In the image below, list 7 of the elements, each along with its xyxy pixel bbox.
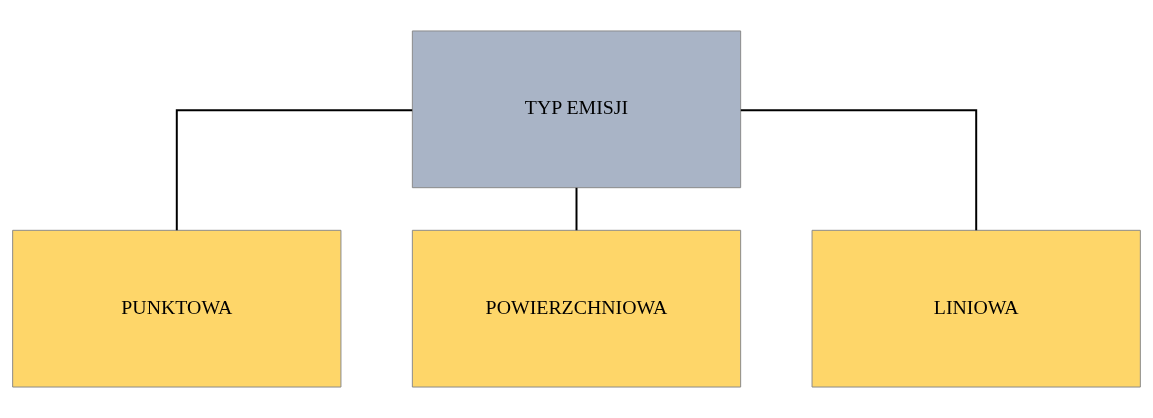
node-box: TYP EMISJI bbox=[411, 30, 742, 189]
node-box: PUNKTOWA bbox=[12, 229, 342, 388]
node-box: LINIOWA bbox=[811, 229, 1141, 388]
connector bbox=[575, 186, 578, 232]
node-box: POWIERZCHNIOWA bbox=[411, 229, 742, 388]
connector bbox=[739, 109, 978, 232]
connector bbox=[175, 109, 414, 232]
